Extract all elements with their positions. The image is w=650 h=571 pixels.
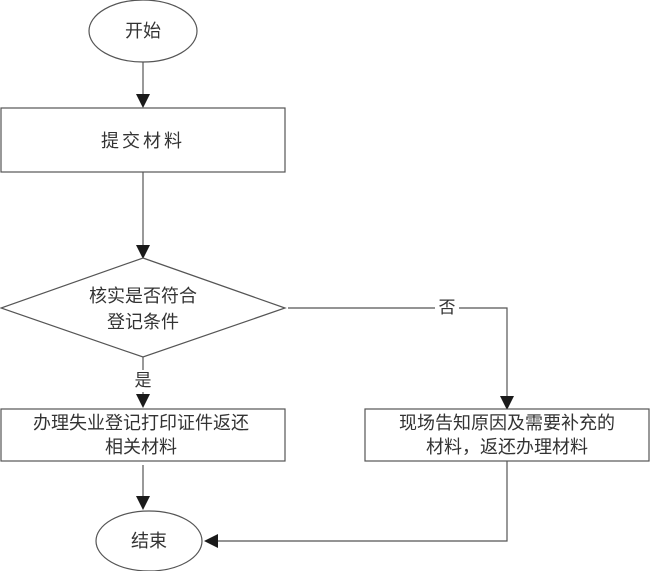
node-start: 开始 <box>88 0 198 63</box>
arrowhead-down-icon <box>136 496 150 510</box>
edge-check-to-reject: 否 <box>288 297 514 410</box>
arrowhead-down-icon <box>136 394 150 408</box>
check-diamond <box>0 257 287 358</box>
submit-box <box>0 107 286 173</box>
edge-reject-to-end <box>204 461 508 548</box>
edge-line <box>216 461 508 542</box>
process-label-line-2: 相关材料 <box>105 437 177 458</box>
reject-label-line-1: 现场告知原因及需要补充的 <box>399 413 615 434</box>
end-ellipse <box>95 510 203 571</box>
check-label-line-2: 登记条件 <box>107 312 179 333</box>
submit-label: 提交材料 <box>101 131 185 152</box>
edge-process-to-end <box>136 465 150 510</box>
edge-label-no: 否 <box>439 298 456 318</box>
arrowhead-left-icon <box>204 534 218 548</box>
start-label: 开始 <box>125 21 161 42</box>
check-label-line-1: 核实是否符合 <box>89 286 197 307</box>
edge-check-to-process: 是 <box>132 357 154 408</box>
edge-submit-to-check <box>136 172 150 259</box>
end-label: 结束 <box>131 531 167 552</box>
process-box <box>0 408 286 462</box>
process-label-line-1: 办理失业登记打印证件返还 <box>33 413 249 434</box>
edge-line <box>288 307 508 398</box>
arrowhead-down-icon <box>136 94 150 108</box>
node-reject: 现场告知原因及需要补充的 材料，返还办理材料 <box>364 408 650 462</box>
edge-start-to-submit <box>136 62 150 108</box>
node-submit: 提交材料 <box>0 107 286 173</box>
arrowhead-down-icon <box>500 396 514 410</box>
edge-label-yes: 是 <box>135 371 152 391</box>
node-process: 办理失业登记打印证件返还 相关材料 <box>0 408 286 462</box>
node-check: 核实是否符合 登记条件 <box>0 257 287 358</box>
reject-label-line-2: 材料，返还办理材料 <box>426 437 588 458</box>
node-end: 结束 <box>95 510 203 571</box>
arrowhead-down-icon <box>136 245 150 259</box>
